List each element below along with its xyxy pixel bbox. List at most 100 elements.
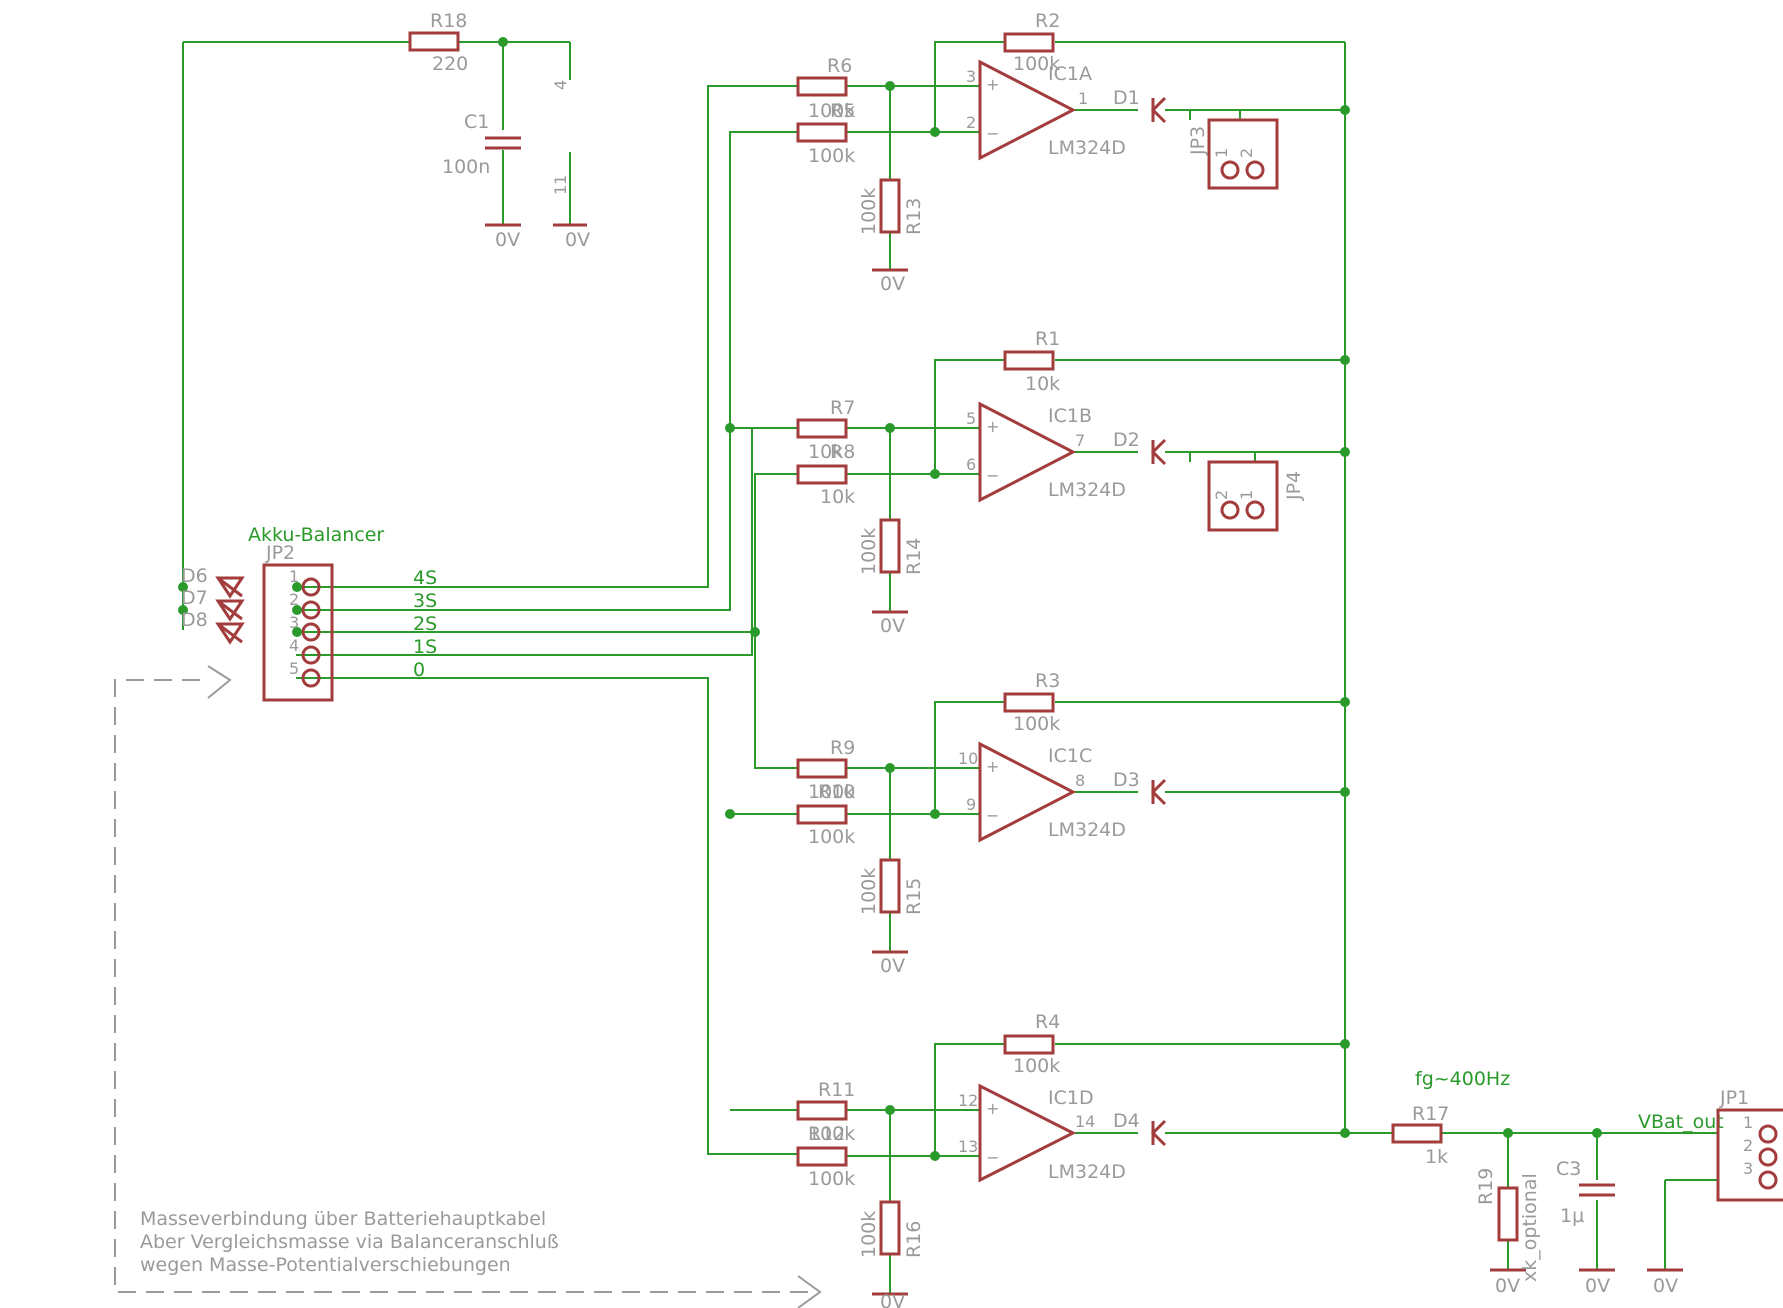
d7-name: D7 <box>181 587 208 609</box>
r9-value: 100k <box>808 781 855 803</box>
balancer-connector: Akku-Balancer JP2 1 2 3 4 5 4S 3S 2S 1S … <box>181 524 437 702</box>
r4-value: 100k <box>1013 1055 1060 1077</box>
r1-value: 10k <box>1025 373 1060 395</box>
note-line-3: wegen Masse-Potentialverschiebungen <box>140 1254 511 1276</box>
ic1d-pin-minus: 13 <box>958 1137 978 1156</box>
ic1c-name: IC1C <box>1048 745 1092 767</box>
r8-name: R8 <box>830 441 855 463</box>
net-4s: 4S <box>413 567 437 589</box>
jp4-pin-2: 2 <box>1212 490 1231 500</box>
r18-circuit: R18 220 C1 100n 0V 0V 4 11 <box>182 10 590 630</box>
opamp-ic1d[interactable] <box>978 1083 1077 1183</box>
ic1d-pin-out: 14 <box>1075 1112 1095 1131</box>
jp2-pin-5: 5 <box>289 659 299 678</box>
ic1d-pin-plus: 12 <box>958 1091 978 1110</box>
ic1b-pin-minus: 6 <box>966 455 976 474</box>
svg-text:+: + <box>986 757 999 776</box>
r19-value: xk_optional <box>1519 1173 1541 1282</box>
svg-text:+: + <box>986 75 999 94</box>
c3-gnd: 0V <box>1585 1275 1610 1297</box>
jp2-name: JP2 <box>265 542 295 564</box>
r8-value: 10k <box>820 486 855 508</box>
r4-name: R4 <box>1035 1011 1060 1033</box>
note-line-2: Aber Vergleichsmasse via Balanceranschlu… <box>140 1231 559 1253</box>
svg-text:−: − <box>986 806 999 825</box>
resistor-r17[interactable] <box>1391 1123 1443 1144</box>
svg-text:−: − <box>986 1148 999 1167</box>
r3-name: R3 <box>1035 670 1060 692</box>
opamp-ic1c[interactable] <box>978 741 1077 843</box>
c1-value: 100n <box>442 156 490 178</box>
diode-d3[interactable] <box>1150 778 1167 806</box>
r18-name: R18 <box>430 10 467 32</box>
r11-name: R11 <box>818 1079 855 1101</box>
jp1-gnd: 0V <box>1653 1275 1678 1297</box>
jp3-name: JP3 <box>1187 126 1209 156</box>
capacitor-c1[interactable] <box>485 136 521 150</box>
r17-value: 1k <box>1425 1146 1448 1168</box>
ic1c-pin-minus: 9 <box>966 795 976 814</box>
jumper-jp4[interactable] <box>1207 460 1279 532</box>
r15-gnd: 0V <box>880 955 905 977</box>
net-0: 0 <box>413 659 425 681</box>
output-filter: fg~400Hz R17 1k R19 xk_optional 0V C3 1µ… <box>1391 1068 1783 1297</box>
jumper-jp3[interactable] <box>1207 118 1279 190</box>
r5-value: 100k <box>808 145 855 167</box>
stage-ic1a: R6 100k R5 100k R2 100k 100k R13 0V 3 2 … <box>796 10 1350 1133</box>
r3-value: 100k <box>1013 713 1060 735</box>
r10-value: 100k <box>808 826 855 848</box>
r14-gnd: 0V <box>880 615 905 637</box>
d4-name: D4 <box>1113 1110 1140 1132</box>
jp1-pin-3: 3 <box>1743 1159 1753 1178</box>
r7-name: R7 <box>830 397 855 419</box>
r18-value: 220 <box>432 53 468 75</box>
d8-name: D8 <box>181 609 208 631</box>
ic1a-pin-out: 1 <box>1078 89 1088 108</box>
r2-name: R2 <box>1035 10 1060 32</box>
ic1b-pin-out: 7 <box>1075 431 1085 450</box>
ground-note: Masseverbindung über Batteriehauptkabel … <box>114 665 822 1308</box>
d1-name: D1 <box>1113 87 1140 109</box>
ic1b-type: LM324D <box>1048 479 1126 501</box>
stage-ic1d: R4 100k R11 100k R12 100k 100k R16 0V 12… <box>796 1011 1718 1308</box>
connector-jp2[interactable] <box>262 563 334 702</box>
ic1c-type: LM324D <box>1048 819 1126 841</box>
capacitor-c3[interactable] <box>1579 1183 1615 1197</box>
balancer-wires <box>178 85 798 1155</box>
r14-value: 100k <box>858 528 880 575</box>
r14-name: R14 <box>903 538 925 575</box>
r17-name: R17 <box>1412 1103 1449 1125</box>
ic1a-type: LM324D <box>1048 137 1126 159</box>
jp4-name: JP4 <box>1283 471 1305 501</box>
r10-name: R10 <box>818 781 855 803</box>
r13-gnd: 0V <box>880 273 905 295</box>
r7-value: 10k <box>808 441 843 463</box>
r13-name: R13 <box>903 198 925 235</box>
diode-d4[interactable] <box>1150 1119 1167 1147</box>
ic1b-pin-plus: 5 <box>966 409 976 428</box>
opamp-ic1b[interactable] <box>978 401 1077 503</box>
r1-name: R1 <box>1035 328 1060 350</box>
jp2-title: Akku-Balancer <box>248 524 384 546</box>
svg-text:+: + <box>986 1099 999 1118</box>
connector-jp1[interactable] <box>1716 1108 1783 1202</box>
svg-text:−: − <box>986 466 999 485</box>
ic1d-type: LM324D <box>1048 1161 1126 1183</box>
resistor-r19[interactable] <box>1497 1186 1519 1242</box>
jp1-pin-1: 1 <box>1743 1113 1753 1132</box>
stage-ic1c: R3 100k R9 100k R10 100k 100k R15 0V 10 … <box>796 670 1350 977</box>
vcc-pin: 4 <box>551 80 570 90</box>
r2-value: 100k <box>1013 53 1060 75</box>
diode-d1[interactable] <box>1150 96 1167 124</box>
opamp-ic1a[interactable] <box>978 59 1077 161</box>
diode-d2[interactable] <box>1150 438 1167 466</box>
jp2-pin-1: 1 <box>289 567 299 586</box>
resistor-r18[interactable] <box>408 31 460 52</box>
jp2-pin-2: 2 <box>289 590 299 609</box>
c1-name: C1 <box>464 111 489 133</box>
stage-ic1b: R1 10k R7 10k R8 10k 100k R14 0V 5 6 7 I… <box>796 328 1350 637</box>
vbat-out-label: VBat_out <box>1638 1111 1724 1133</box>
power-gnd-label: 0V <box>565 229 590 251</box>
d6-name: D6 <box>181 565 208 587</box>
